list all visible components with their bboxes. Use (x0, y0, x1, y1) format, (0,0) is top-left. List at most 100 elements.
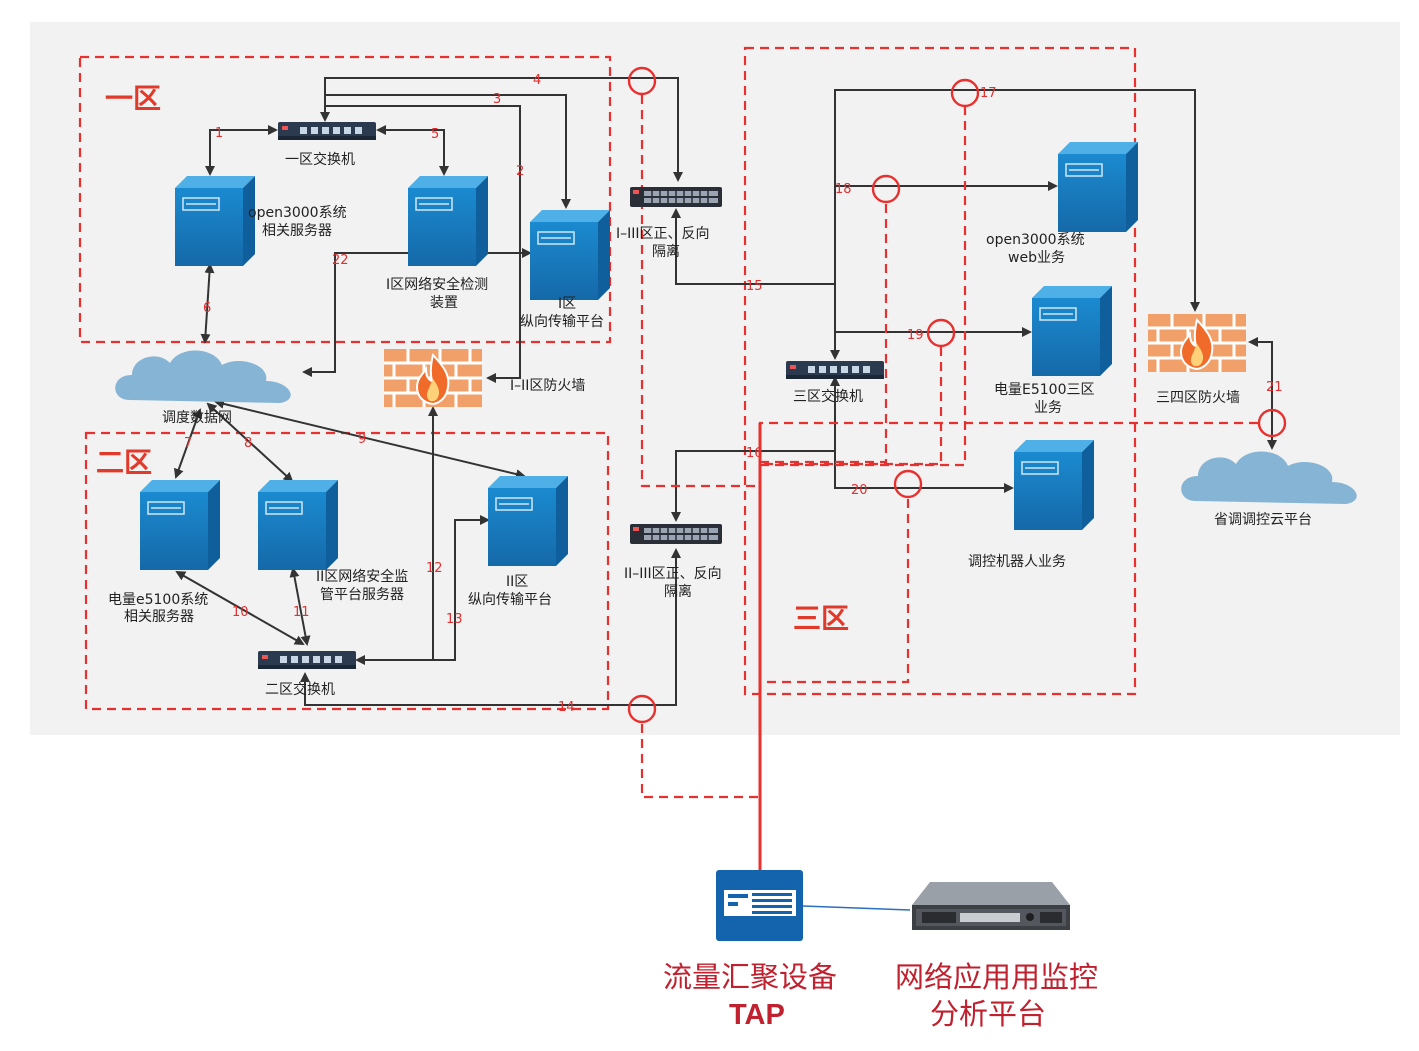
link-number: 12 (426, 561, 443, 576)
link-4 (320, 77, 683, 182)
link-number: 8 (244, 436, 252, 451)
mirror-path-20 (760, 499, 910, 684)
iso13-label-2: 隔离 (652, 243, 680, 260)
links (173, 77, 1277, 706)
rack-server-icon (912, 882, 1070, 930)
npm-title-1: 网络应用用监控 (895, 960, 1098, 994)
iso23-label-1: II–III区正、反向 (624, 566, 722, 582)
link-number: 18 (835, 182, 852, 197)
ids1-label-1: I区网络安全检测 (386, 276, 488, 293)
e5100-2-label-2: 相关服务器 (124, 609, 194, 625)
link-1 (205, 125, 278, 176)
open3000-label-2: 相关服务器 (262, 223, 332, 239)
firewall-icon (382, 347, 484, 409)
switch2-label: 二区交换机 (265, 681, 335, 698)
tap-to-platform-link (802, 905, 911, 911)
switch-icon (258, 651, 356, 669)
link-number: 13 (446, 612, 463, 627)
server-icon (1013, 439, 1095, 531)
fw34-label: 三四区防火墙 (1156, 390, 1240, 406)
link-number: 6 (203, 301, 211, 316)
switch-icon (786, 361, 884, 379)
link-3 (325, 94, 571, 209)
tap-point-icon (893, 469, 923, 499)
link-number: 21 (1266, 380, 1283, 395)
zone-1-title: 一区 (105, 82, 161, 115)
link-number: 7 (184, 436, 192, 451)
link-20 (834, 378, 1014, 493)
switch-icon (278, 122, 376, 140)
switch3-label: 三区交换机 (793, 388, 863, 405)
link-number: 14 (558, 700, 575, 715)
link-21 (1248, 337, 1277, 450)
open3000web-label-2: web业务 (1008, 250, 1065, 266)
zone-3-title: 三区 (793, 602, 849, 635)
mirror-path-14 (640, 724, 758, 799)
server-icon (529, 209, 611, 301)
mirror-paths (640, 95, 1258, 870)
zone-3-boundary (743, 46, 1137, 696)
link-number: 20 (851, 483, 868, 498)
server-icon (1031, 285, 1113, 377)
link-number: 15 (746, 279, 763, 294)
tap-point-icon (627, 694, 657, 724)
zone-2-title: 二区 (96, 446, 152, 479)
link-6 (200, 263, 215, 344)
server-icon (257, 479, 339, 571)
server-icon (174, 175, 256, 267)
e5100-3-label-2: 业务 (1034, 400, 1062, 416)
e5100-2-label-1: 电量e5100系统 (108, 592, 208, 608)
link-number: 11 (293, 605, 310, 620)
secmgmt2-label-1: II区网络安全监 (316, 568, 408, 585)
link-15 (671, 208, 840, 360)
fw12-label: I–II区防火墙 (510, 378, 585, 394)
link-number: 2 (516, 164, 524, 179)
e5100-3-label-1: 电量E5100三区 (994, 382, 1094, 398)
link-10 (175, 571, 305, 645)
firewall-icon (1146, 312, 1248, 374)
ids1-label-2: 装置 (430, 295, 458, 311)
link-7 (173, 408, 203, 479)
switch-icon (629, 186, 723, 208)
switch1-label: 一区交换机 (285, 151, 355, 168)
server-icon (1057, 141, 1139, 233)
link-number: 16 (746, 446, 763, 461)
tap-title-2: TAP (729, 999, 785, 1031)
link-number: 1 (215, 126, 223, 141)
tap-device-icon (716, 870, 803, 941)
tap-point-icon (950, 78, 980, 108)
mirror-path-19 (760, 347, 943, 466)
link-number: 19 (907, 328, 924, 343)
server-icon (487, 475, 569, 567)
link-14 (300, 548, 681, 706)
cloud-dispatch-label: 调度数据网 (162, 410, 232, 426)
vtp2-label-2: 纵向传输平台 (468, 592, 552, 608)
robot-label: 调控机器人业务 (968, 554, 1066, 570)
link-number: 5 (431, 127, 439, 142)
tap-point-icon (926, 318, 956, 348)
link-2 (325, 105, 521, 383)
switch-icon (629, 523, 723, 545)
link-number: 4 (533, 73, 541, 88)
open3000web-label-1: open3000系统 (986, 232, 1085, 248)
mirror-path-18 (760, 204, 888, 464)
vtp2-label-1: II区 (506, 574, 528, 590)
link-number: 3 (493, 92, 501, 107)
link-number: 9 (358, 432, 366, 447)
link-number: 22 (332, 253, 349, 268)
mirror-path-4 (640, 95, 758, 488)
vtp1-label-1: I区 (558, 296, 576, 312)
npm-title-2: 分析平台 (930, 997, 1046, 1031)
tap-title-1: 流量汇聚设备 (663, 960, 837, 994)
link-number: 10 (232, 605, 249, 620)
server-icon (407, 175, 489, 267)
tap-point-icon (1257, 408, 1287, 438)
link-numbers: 1 2 3 4 5 6 7 8 9 10 11 12 13 14 15 16 1… (184, 73, 1283, 715)
secmgmt2-label-2: 管平台服务器 (320, 587, 404, 603)
iso13-label-1: I–III区正、反向 (616, 226, 710, 242)
server-icon (139, 479, 221, 571)
link-number: 17 (980, 86, 997, 101)
cloud-province-label: 省调调控云平台 (1214, 512, 1312, 528)
iso23-label-2: 隔离 (664, 583, 692, 600)
vtp1-label-2: 纵向传输平台 (520, 314, 604, 330)
